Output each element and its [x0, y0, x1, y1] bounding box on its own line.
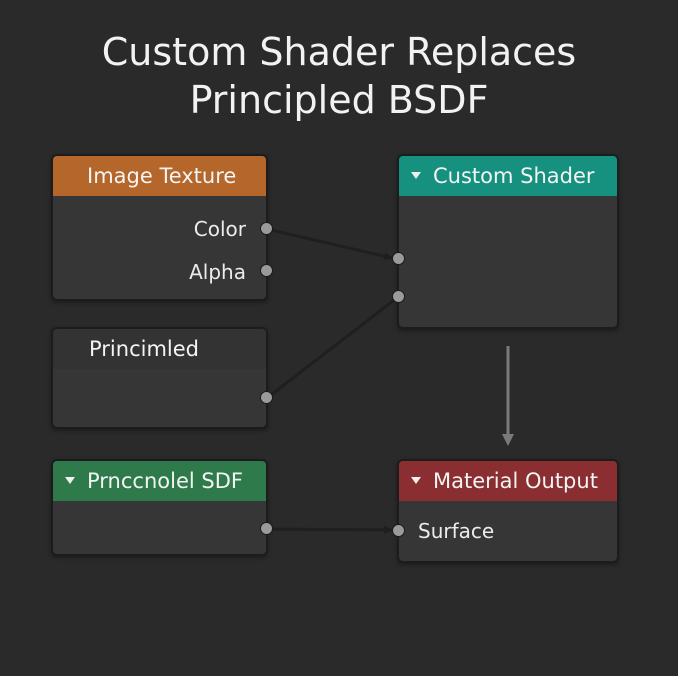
principled-bsdf-node[interactable]: Prncсnolel SDF — [51, 459, 268, 556]
link-color-to-custom-shader[interactable] — [266, 227, 393, 261]
material-output-header[interactable]: Material Output — [399, 461, 617, 501]
principled-bsdf-header[interactable]: Prncсnolel SDF — [53, 461, 266, 501]
custom-shader-input-socket-2[interactable] — [392, 290, 405, 303]
color-output-socket[interactable] — [260, 222, 273, 235]
principled-header[interactable]: Princimled — [53, 329, 266, 369]
principled-bsdf-output-socket[interactable] — [260, 522, 273, 535]
surface-input-label: Surface — [418, 519, 495, 543]
link-bsdf-to-material-output[interactable] — [266, 525, 393, 534]
image-texture-header[interactable]: Image Texture — [53, 156, 266, 196]
title-line-2: Principled BSDF — [189, 78, 489, 122]
diagram-title: Custom Shader Replaces Principled BSDF — [0, 28, 678, 124]
custom-shader-header[interactable]: Custom Shader — [399, 156, 617, 196]
surface-input-socket[interactable] — [392, 524, 405, 537]
alpha-output-socket[interactable] — [260, 264, 273, 277]
collapse-triangle-icon[interactable] — [411, 477, 421, 484]
custom-shader-node[interactable]: Custom Shader — [397, 154, 619, 329]
custom-shader-label: Custom Shader — [433, 164, 595, 188]
principled-output-socket[interactable] — [260, 391, 273, 404]
material-output-label: Material Output — [433, 469, 598, 493]
material-output-node[interactable]: Material Output Surface — [397, 459, 619, 563]
principled-label: Princimled — [89, 337, 199, 361]
custom-shader-input-socket-1[interactable] — [392, 252, 405, 265]
collapse-triangle-icon[interactable] — [411, 172, 421, 179]
color-output-label: Color — [193, 217, 246, 241]
image-texture-node[interactable]: Image Texture Color Alpha — [51, 154, 268, 301]
principled-node[interactable]: Princimled — [51, 327, 268, 429]
link-principled-to-custom-shader[interactable] — [266, 295, 399, 400]
image-texture-label: Image Texture — [87, 164, 237, 188]
principled-bsdf-label: Prncсnolel SDF — [87, 469, 243, 493]
alpha-output-label: Alpha — [189, 260, 246, 284]
collapse-triangle-icon[interactable] — [65, 477, 75, 484]
title-line-1: Custom Shader Replaces — [101, 30, 577, 74]
